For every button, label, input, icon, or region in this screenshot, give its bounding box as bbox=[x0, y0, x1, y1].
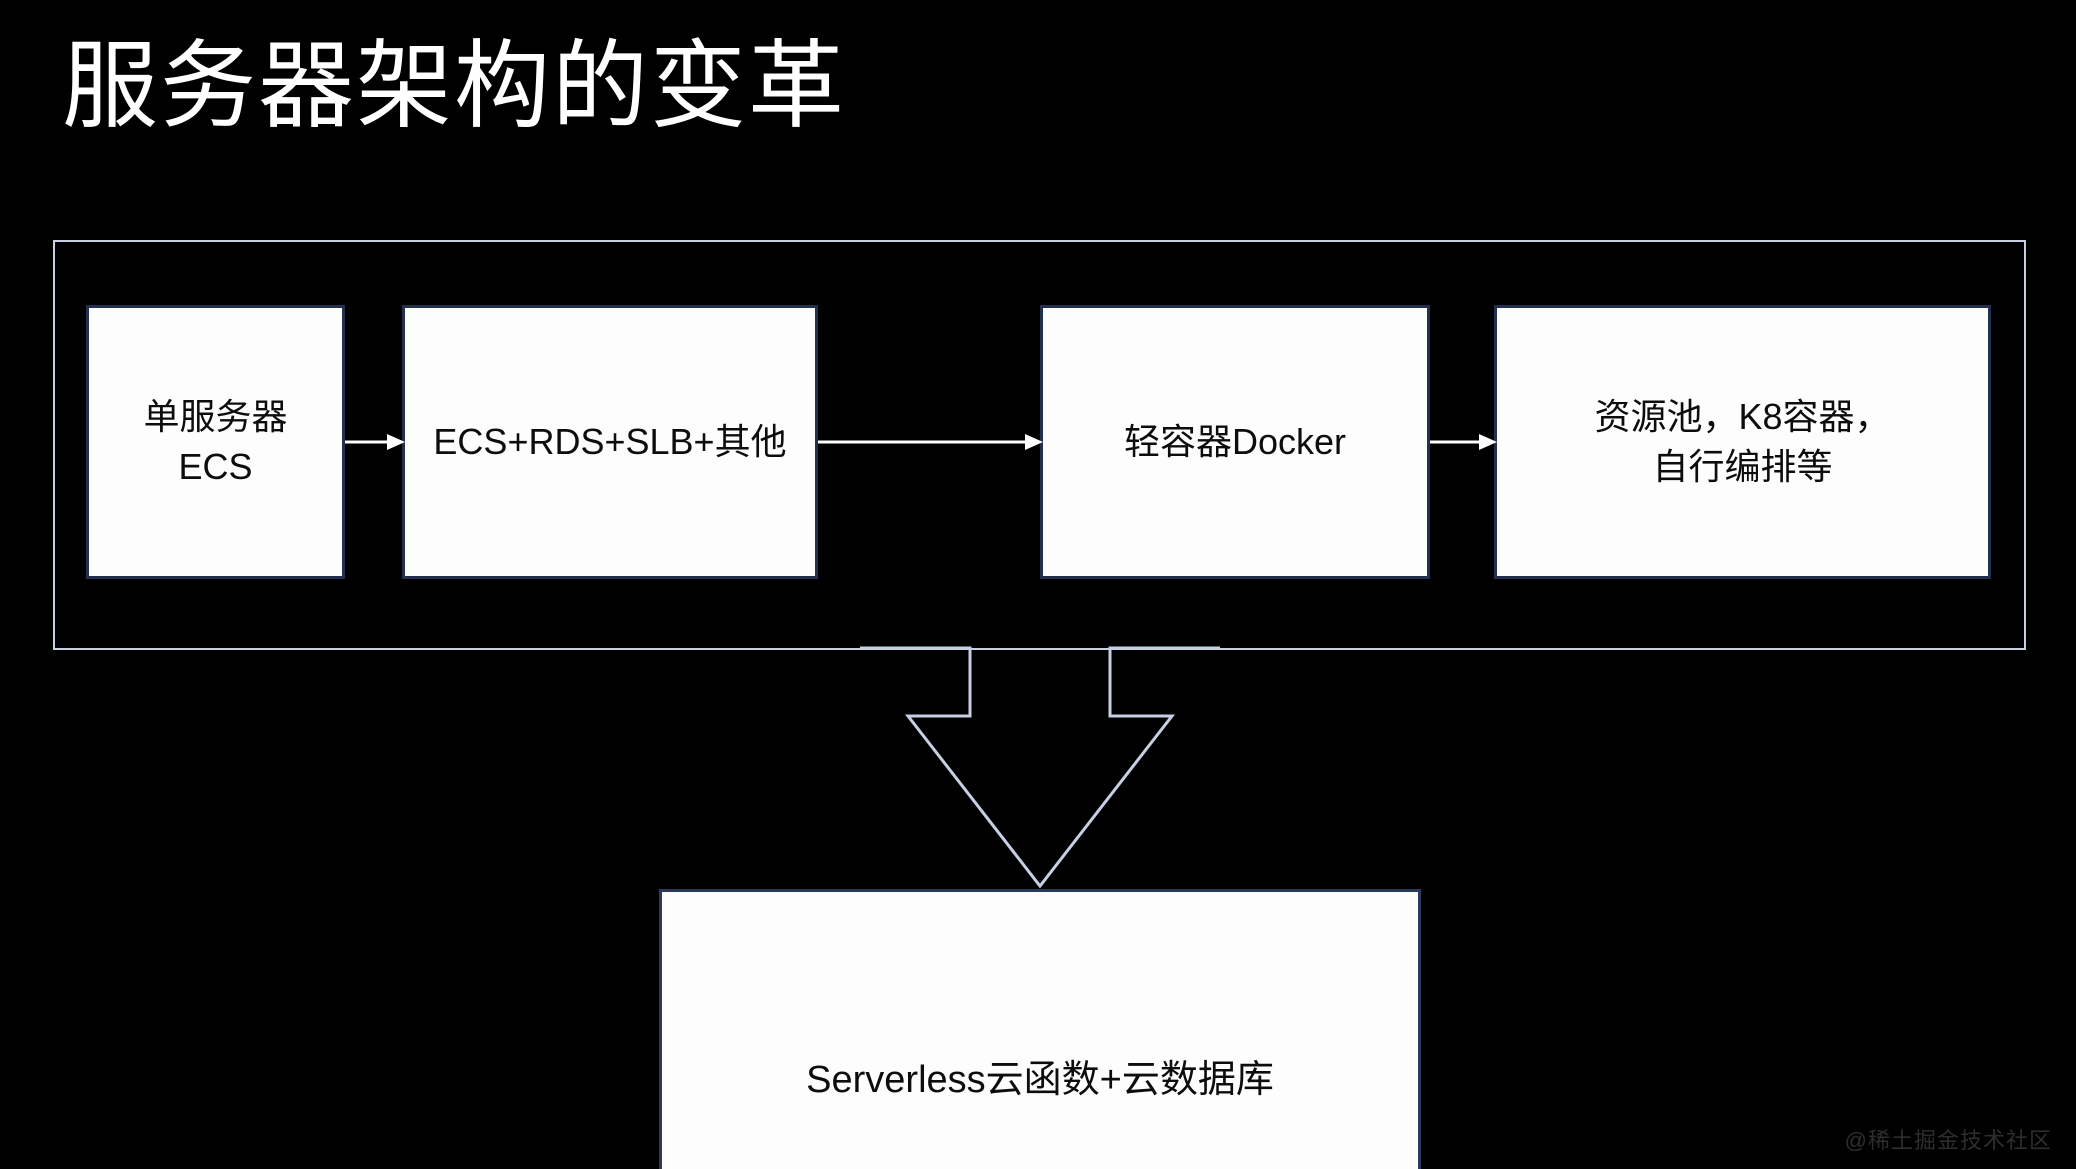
arrow-down-outline-icon bbox=[860, 646, 1220, 894]
stage-box-4[interactable]: 资源池，K8容器， 自行编排等 bbox=[1494, 305, 1991, 579]
result-box[interactable]: Serverless云函数+云数据库 bbox=[659, 889, 1421, 1169]
stage-box-1-label: 单服务器 ECS bbox=[143, 396, 288, 487]
stage-box-3-label: 轻容器Docker bbox=[1123, 421, 1347, 463]
stage-box-1[interactable]: 单服务器 ECS bbox=[86, 305, 345, 579]
watermark: @稀土掘金技术社区 bbox=[1844, 1128, 2052, 1153]
arrow-right-icon-3 bbox=[1430, 431, 1497, 453]
stage-box-2[interactable]: ECS+RDS+SLB+其他 bbox=[402, 305, 818, 579]
arrow-right-icon-2 bbox=[818, 431, 1043, 453]
result-box-label: Serverless云函数+云数据库 bbox=[806, 1058, 1274, 1101]
stage-box-4-label: 资源池，K8容器， 自行编排等 bbox=[1594, 396, 1891, 487]
arrow-right-icon-1 bbox=[345, 431, 405, 453]
stage-box-2-label: ECS+RDS+SLB+其他 bbox=[433, 421, 787, 463]
stage-box-3[interactable]: 轻容器Docker bbox=[1040, 305, 1430, 579]
page-title: 服务器架构的变革 bbox=[62, 33, 846, 140]
stage-group-frame bbox=[53, 240, 2026, 650]
